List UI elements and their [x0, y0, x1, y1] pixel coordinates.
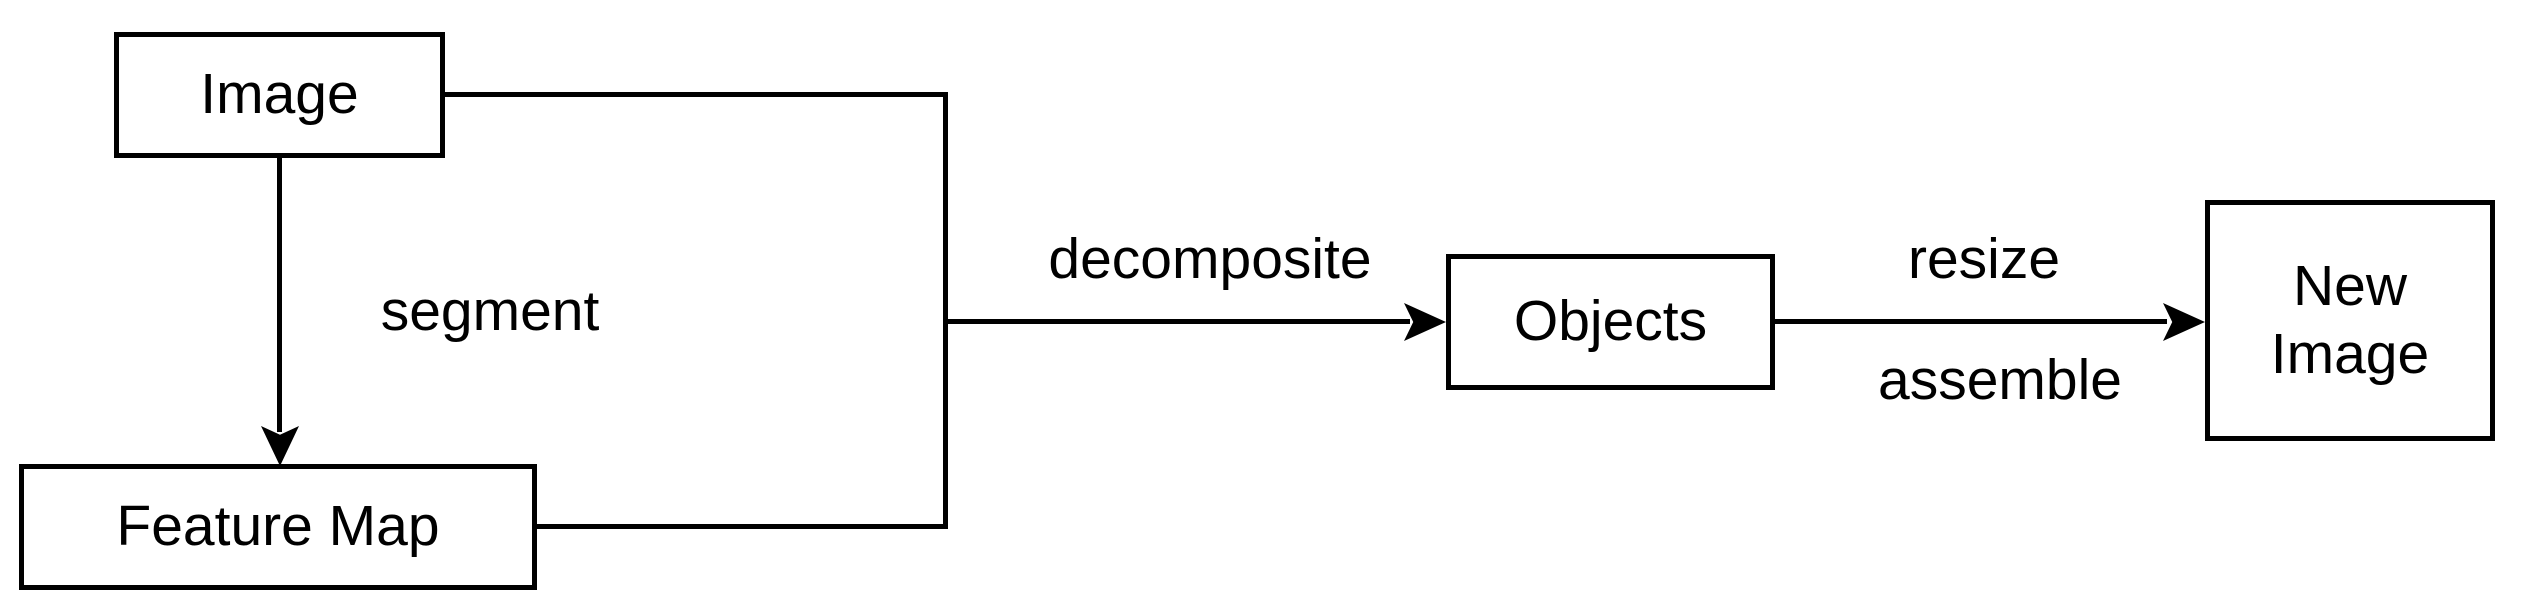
- edge-resize-label: resize: [1907, 227, 2061, 291]
- edge-segment-arrowhead: [261, 426, 299, 466]
- node-new-image-label: New Image: [2270, 254, 2430, 386]
- edge-decomposite-label: decomposite: [1048, 227, 1372, 291]
- edge-resize-assemble-arrowhead: [2163, 303, 2205, 341]
- edge-image-to-merge-line: [445, 92, 948, 97]
- edge-resize-assemble-line: [1775, 319, 2167, 324]
- edge-merge-vertical-line: [943, 92, 948, 529]
- node-objects-label: Objects: [1513, 289, 1708, 354]
- node-image: Image: [114, 32, 445, 158]
- node-feature-map: Feature Map: [19, 464, 537, 590]
- edge-segment-label: segment: [380, 279, 600, 343]
- edge-segment-line: [277, 158, 282, 432]
- node-feature-map-label: Feature Map: [116, 494, 440, 559]
- edge-feature-map-to-merge-line: [537, 524, 948, 529]
- node-image-label: Image: [200, 62, 359, 127]
- edge-decomposite-arrowhead: [1404, 303, 1446, 341]
- edge-assemble-label: assemble: [1878, 348, 2122, 412]
- node-new-image: New Image: [2205, 200, 2495, 441]
- node-objects: Objects: [1446, 254, 1775, 390]
- edge-decomposite-line: [943, 319, 1410, 324]
